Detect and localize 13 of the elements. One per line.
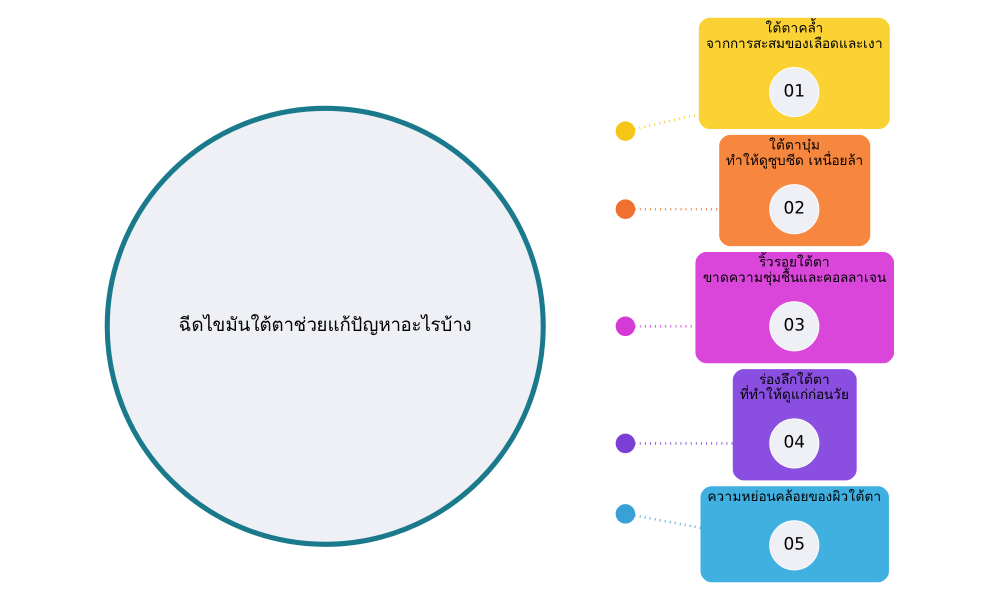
node-circle — [615, 504, 635, 524]
node-circle — [615, 121, 635, 141]
connector — [634, 112, 700, 130]
node-circle: ฉีดไขมันใต้ตาช่วยแก้ปัญหาอะไรบ้าง — [104, 106, 546, 547]
connector — [634, 514, 701, 530]
node-circle: 04 — [768, 418, 819, 468]
node-circle: 03 — [768, 301, 819, 352]
node-circle — [615, 434, 635, 454]
node-circle: 02 — [768, 184, 819, 234]
node-circle — [615, 316, 635, 336]
node-circle: 05 — [768, 520, 819, 570]
node-circle: 01 — [768, 67, 819, 118]
node-circle — [615, 199, 635, 219]
